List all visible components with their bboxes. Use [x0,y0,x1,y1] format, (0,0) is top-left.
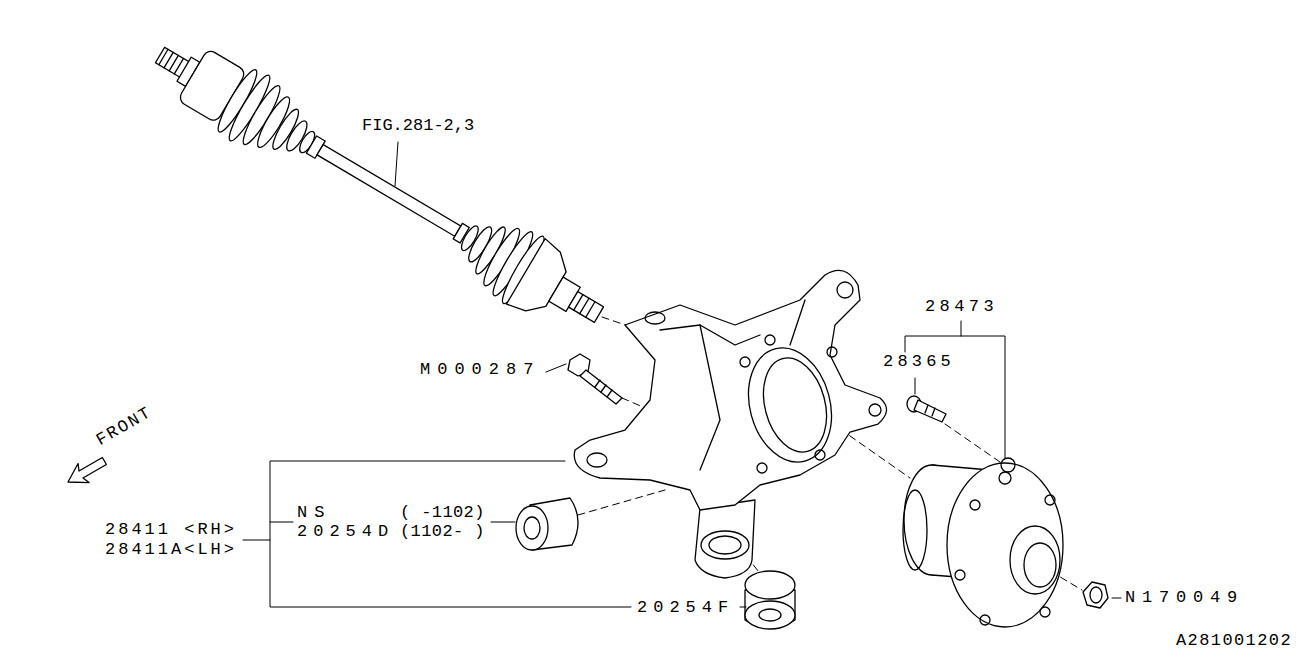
part-number: 20254F [637,598,734,618]
front-arrow [63,451,110,491]
date-range: (1102- ) [400,522,485,542]
bushing-lower [745,571,795,629]
part-number: 20254D [297,522,394,542]
part-number: NS [297,503,331,523]
figure-reference: FIG.281-2,3 [362,116,474,136]
leader-lines [243,142,1121,607]
drawing-number: A281001202 [1176,631,1292,651]
part-number: N170049 [1125,588,1244,608]
hub-bolt [907,396,946,422]
drive-shaft [140,21,619,348]
part-number: 28411A<LH> [105,540,237,560]
part-number: 28473 [925,297,998,317]
knuckle [574,270,886,578]
part-number: 28365 [883,352,955,372]
part-number: M000287 [420,360,540,380]
direction-label: FRONT [93,403,156,451]
hub-bearing [903,458,1063,627]
bushing-upper [516,498,578,550]
date-range: ( -1102) [400,503,485,523]
hub-nut [1083,582,1108,608]
part-number: 28411 <RH> [105,520,237,540]
knuckle-bolt [568,354,622,404]
